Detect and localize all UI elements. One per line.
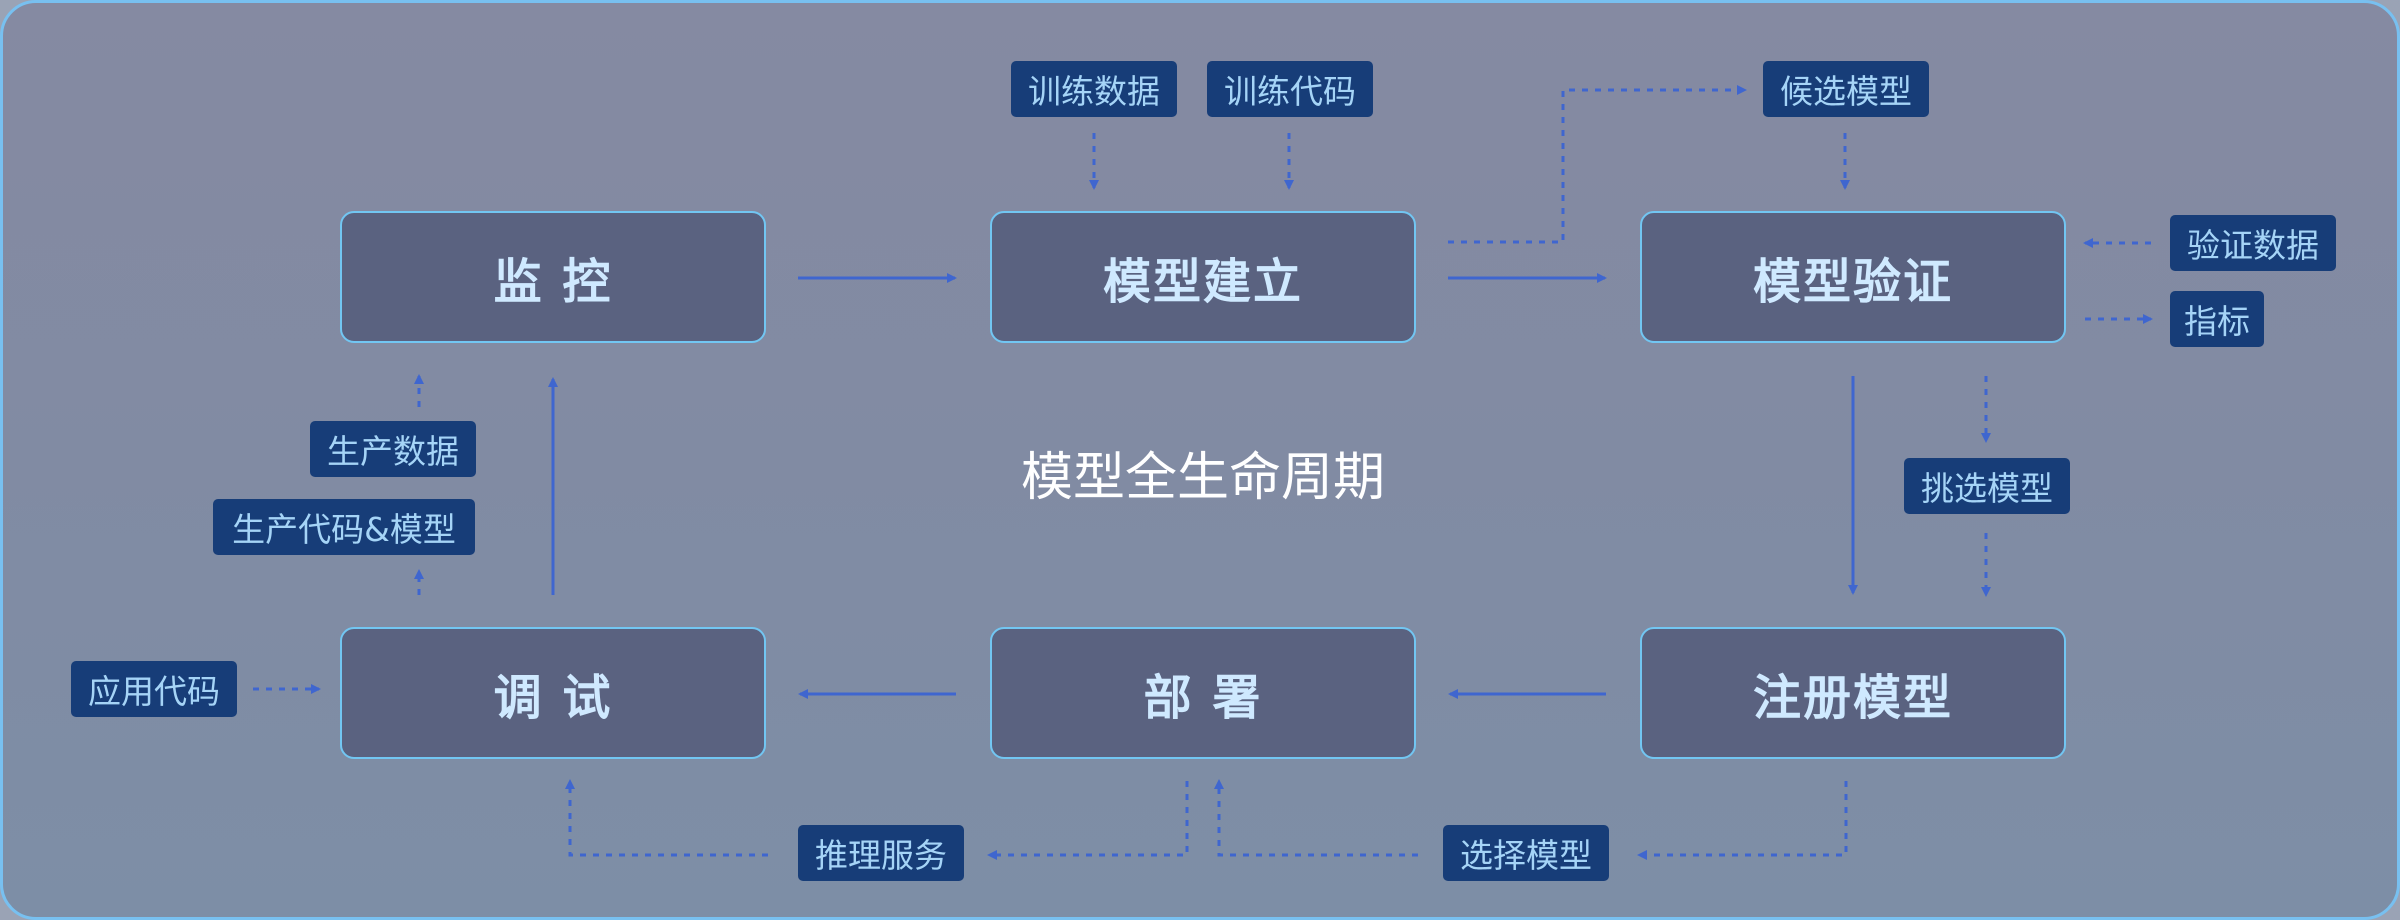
arrow-build-to-candidate [1448, 85, 1747, 244]
arrow-deploy-to-inference [987, 781, 1189, 860]
node-deploy: 部 署 [990, 627, 1416, 759]
tag-candidate-model: 候选模型 [1763, 61, 1929, 117]
node-debug: 调 试 [340, 627, 766, 759]
arrow-inference-to-debug [565, 779, 768, 857]
tag-training-code: 训练代码 [1207, 61, 1373, 117]
arrow-select-to-deploy [1214, 779, 1418, 857]
node-model-build: 模型建立 [990, 211, 1416, 343]
arrow-register-to-select [1637, 781, 1848, 860]
tag-pick-model: 挑选模型 [1904, 458, 2070, 514]
node-monitor: 监 控 [340, 211, 766, 343]
tag-select-model: 选择模型 [1443, 825, 1609, 881]
tag-app-code: 应用代码 [71, 661, 237, 717]
node-register-model: 注册模型 [1640, 627, 2066, 759]
connector-layer [253, 85, 2153, 860]
tag-validation-data: 验证数据 [2170, 215, 2336, 271]
tag-inference-service: 推理服务 [798, 825, 964, 881]
node-model-validate: 模型验证 [1640, 211, 2066, 343]
diagram-title: 模型全生命周期 [1020, 448, 1385, 508]
tag-training-data: 训练数据 [1011, 61, 1177, 117]
tag-production-data: 生产数据 [310, 421, 476, 477]
tag-production-code-model: 生产代码&模型 [213, 499, 475, 555]
tag-metrics: 指标 [2170, 291, 2264, 347]
